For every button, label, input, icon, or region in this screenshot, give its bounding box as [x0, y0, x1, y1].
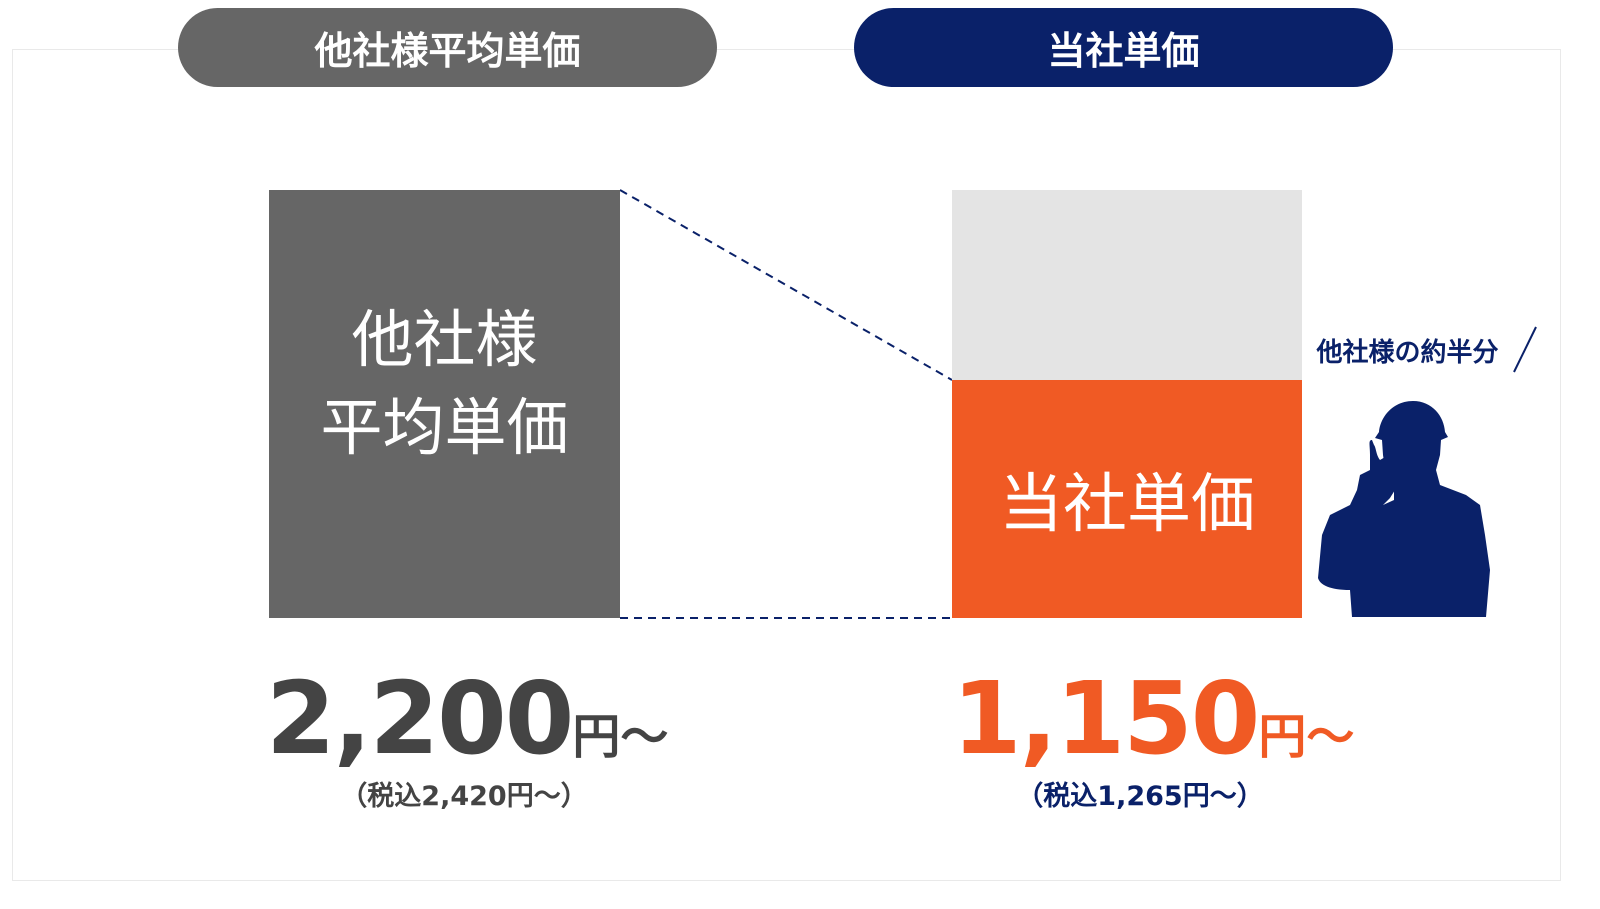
half-price-annotation: 他社様の約半分 [1316, 338, 1499, 368]
content-frame [12, 49, 1561, 881]
ours-header-pill: 当社単価 [854, 8, 1393, 87]
annotation-slash-right [1513, 326, 1537, 373]
ours-price-tax: （税込1,265円〜） [1016, 781, 1264, 812]
competitor-bar: 他社様 平均単価 [269, 190, 620, 618]
ours-price: 1,150 円〜 [952, 660, 1354, 777]
competitor-header-pill: 他社様平均単価 [178, 8, 717, 87]
competitor-price: 2,200 円〜 [266, 660, 668, 777]
worker-thumbs-up-icon [1318, 401, 1490, 617]
competitor-reference-bar [952, 190, 1302, 380]
competitor-bar-label-line1: 他社様 [351, 303, 538, 376]
competitor-price-unit: 円〜 [572, 709, 669, 765]
dashed-top-connector [619, 189, 953, 381]
ours-bar: 当社単価 [952, 380, 1302, 618]
ours-bar-label: 当社単価 [999, 468, 1255, 542]
ours-price-value: 1,150 [952, 660, 1260, 777]
competitor-price-value: 2,200 [266, 660, 574, 777]
ours-price-unit: 円〜 [1258, 709, 1355, 765]
competitor-price-tax: （税込2,420円〜） [340, 781, 588, 812]
competitor-bar-label-line2: 平均単価 [320, 391, 569, 464]
